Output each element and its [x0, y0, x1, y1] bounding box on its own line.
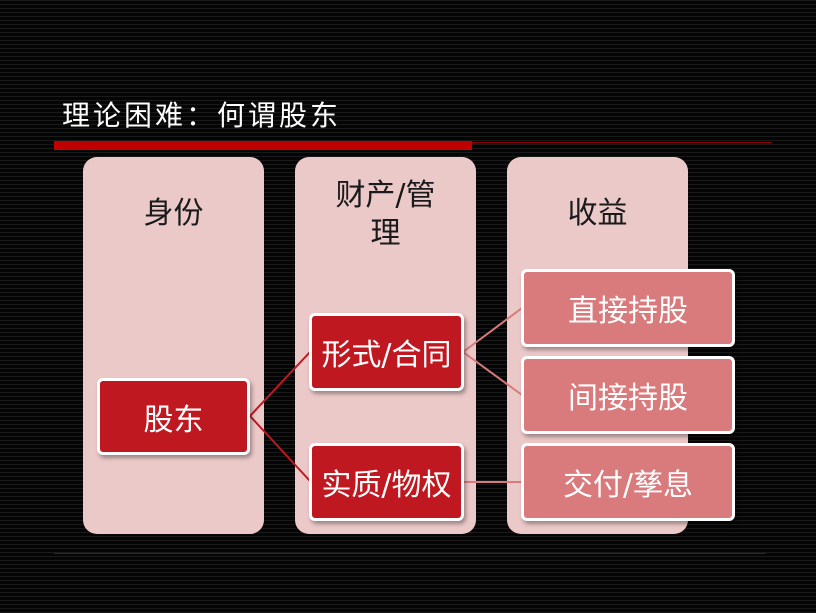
node-delivery-interest: 交付/孳息 — [521, 443, 735, 521]
connector-shareholder-substance — [249, 415, 311, 482]
node-indirect-holding: 间接持股 — [521, 356, 735, 434]
node-substance-property: 实质/物权 — [309, 443, 464, 521]
column-identity: 身份 — [83, 157, 264, 534]
connector-shareholder-form — [249, 351, 311, 417]
column-label-property-line2: 理 — [370, 216, 401, 251]
bottom-divider — [54, 553, 766, 554]
connector-form-direct — [462, 307, 523, 353]
title-underline-thin — [472, 142, 772, 143]
column-label-income: 收益 — [567, 196, 628, 231]
node-shareholder: 股东 — [97, 378, 250, 455]
node-direct-holding: 直接持股 — [521, 269, 735, 347]
title-underline — [54, 141, 472, 150]
column-label-identity: 身份 — [143, 196, 204, 231]
node-form-contract: 形式/合同 — [309, 313, 464, 391]
column-label-property-line1: 财产/管 — [335, 178, 436, 213]
page-title: 理论困难：何谓股东 — [62, 99, 342, 132]
connector-form-indirect — [462, 351, 523, 396]
